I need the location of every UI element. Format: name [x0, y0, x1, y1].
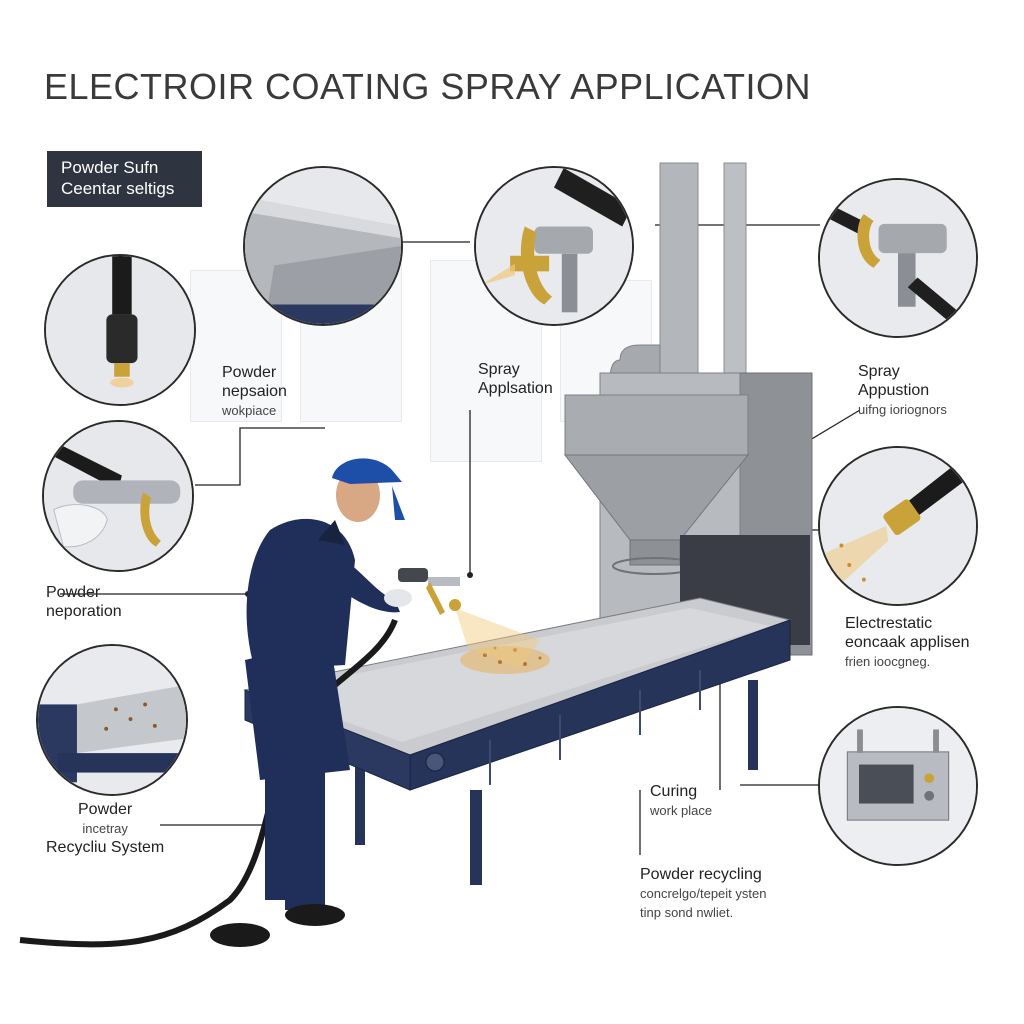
- label-recycling-left-line2: incetray: [82, 821, 128, 836]
- spray-booth: [563, 372, 813, 656]
- badge-line-1: Powder Sufn: [61, 158, 159, 177]
- label-powder-recycling-left: Powder incetray Recycliu System: [46, 800, 164, 857]
- label-recycling-bottom-line3: tinp sond nwliet.: [640, 905, 734, 920]
- label-spray-application-right: Spray Appustion uifng ioriognors: [858, 362, 947, 419]
- label-powder-prep-line3: wokpiace: [222, 403, 277, 418]
- label-electrostatic-line2: eoncaak applisen: [845, 634, 970, 651]
- spray-gun: [398, 568, 461, 615]
- label-spray-center-title: Spray: [478, 361, 520, 378]
- label-spray-right-line2: Appustion: [858, 382, 930, 399]
- detail-spray-gun-right-circle: [818, 178, 978, 338]
- label-powder-prep: Powder nepsaion wokpiace: [222, 363, 287, 420]
- powder-setup-badge: Powder Sufn Ceentar seltigs: [47, 151, 202, 207]
- label-powder-recycling-bottom: Powder recycling concrelgo/tepeit ysten …: [640, 865, 766, 922]
- label-recycling-left-title: Powder: [78, 801, 133, 818]
- worker: [210, 458, 412, 947]
- label-powder-neporation: Powder neporation: [46, 583, 122, 621]
- detail-powder-table-circle: [36, 644, 188, 796]
- label-powder-neporation-title: Powder: [46, 584, 101, 601]
- detail-spray-gun-circle: [474, 166, 634, 326]
- detail-nozzle-circle: [818, 446, 978, 606]
- label-powder-prep-line2: nepsaion: [222, 383, 287, 400]
- detail-oven-circle: [818, 706, 978, 866]
- badge-line-2: Ceentar seltigs: [61, 179, 175, 198]
- detail-rail-circle: [243, 166, 403, 326]
- label-curing-title: Curing: [650, 783, 698, 800]
- page-title: ELECTROIR COATING SPRAY APPLICATION: [44, 66, 811, 107]
- detail-hose-nozzle-circle: [44, 254, 196, 406]
- label-powder-neporation-line2: neporation: [46, 603, 122, 620]
- label-recycling-bottom-title: Powder recycling: [640, 866, 762, 883]
- label-recycling-bottom-line2: concrelgo/tepeit ysten: [640, 886, 767, 901]
- label-recycling-left-line3: Recycliu System: [46, 839, 165, 856]
- label-electrostatic-line3: frien ioocgneg.: [845, 654, 931, 669]
- label-curing-line2: work place: [650, 803, 713, 818]
- detail-hand-spray-circle: [42, 420, 194, 572]
- label-spray-center-line2: Applsation: [478, 380, 553, 397]
- spray-cone: [455, 608, 540, 668]
- label-spray-right-title: Spray: [858, 363, 900, 380]
- label-spray-right-line3: uifng ioriognors: [858, 402, 947, 417]
- label-curing: Curing work place: [650, 782, 712, 820]
- powder-hose: [19, 618, 398, 948]
- label-electrostatic: Electrestatic eoncaak applisen frien ioo…: [845, 614, 970, 671]
- label-powder-prep-title: Powder: [222, 364, 277, 381]
- label-spray-application-center: Spray Applsation: [478, 360, 553, 398]
- label-electrostatic-title: Electrestatic: [845, 615, 933, 632]
